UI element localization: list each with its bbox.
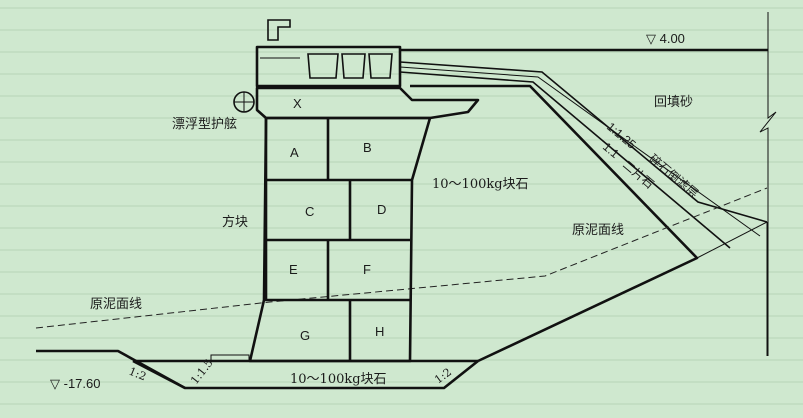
bed-left-slope <box>132 359 186 390</box>
coping-cavity-2 <box>341 53 366 79</box>
slope-riprap-label: 1:1 <box>600 140 622 162</box>
elevation-top: ▽ 4.00 <box>646 31 685 46</box>
block-h-label: H <box>375 324 384 339</box>
right-boundary-break-line <box>759 12 777 356</box>
rubble-upper-label: 10～100kg块石 <box>432 177 529 192</box>
original-mud-line <box>35 187 768 329</box>
elevation-bottom: ▽ -17.60 <box>50 376 100 391</box>
block-d-label: D <box>377 202 386 217</box>
square-blocks-label: 方块 <box>222 214 248 230</box>
rubble-lower-label: 10～100kg块石 <box>290 372 387 387</box>
floating-fender-label: 漂浮型护舷 <box>172 116 237 132</box>
mud-line-left-label: 原泥面线 <box>90 297 142 312</box>
mud-line-right-label: 原泥面线 <box>572 223 624 238</box>
gravel-filter-label: 碎石倒滤层 <box>646 151 702 201</box>
coping-outline <box>255 45 402 88</box>
block-c-label: C <box>305 204 314 219</box>
coping-cavity-1 <box>307 53 339 79</box>
filter-toe <box>696 221 768 259</box>
gravel-filter-layer <box>399 61 768 223</box>
bollard-icon <box>267 19 291 41</box>
block-x-label: X <box>293 96 302 111</box>
slope-toe-left-label: 1:2 <box>127 365 148 384</box>
block-x-outline <box>255 86 480 120</box>
block-f-label: F <box>363 262 371 277</box>
block-a-label: A <box>290 145 299 160</box>
riprap-layer <box>399 71 731 249</box>
coping-cavity-3 <box>368 53 393 79</box>
block-g-label: G <box>300 328 310 343</box>
block-e-label: E <box>289 262 298 277</box>
block-b-label: B <box>363 140 372 155</box>
backfill-sand-label: 回填砂 <box>654 95 693 110</box>
toe-plate <box>210 354 250 362</box>
gravel-filter-inner <box>399 66 761 237</box>
backfill-boundary <box>410 84 699 363</box>
